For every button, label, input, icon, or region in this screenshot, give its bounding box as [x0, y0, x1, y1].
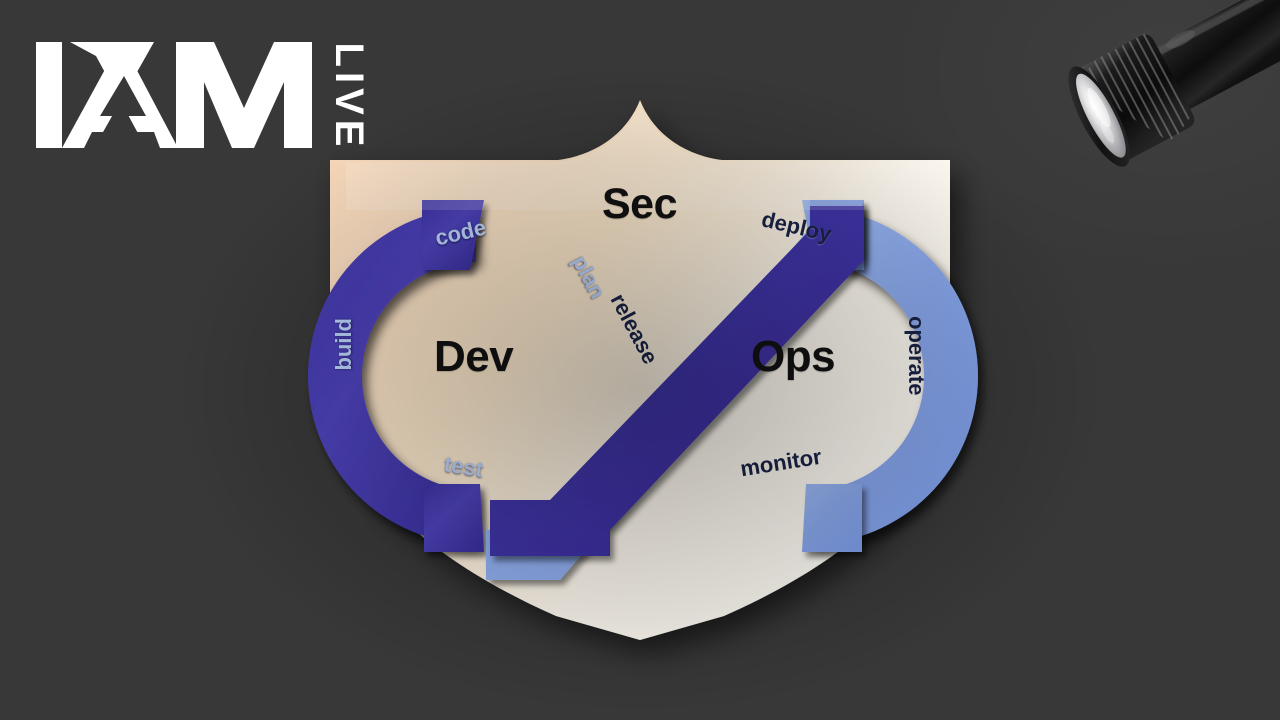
am-live-logo: LIVE	[28, 20, 371, 170]
logo-live-text: LIVE	[327, 42, 371, 152]
label-ops: Ops	[751, 332, 836, 381]
dev-loop-arc	[308, 200, 484, 552]
logo-live-badge: LIVE	[326, 38, 372, 156]
label-sec: Sec	[602, 180, 678, 228]
devsecops-diagram	[250, 60, 1040, 680]
plan-band	[490, 206, 864, 556]
stage-label-build: build	[331, 318, 356, 371]
flashlight-icon	[1040, 0, 1280, 180]
am-logo-mark	[36, 42, 312, 148]
stage-label-operate: operate	[904, 316, 929, 396]
label-dev: Dev	[434, 332, 514, 381]
shield-shape	[330, 100, 950, 640]
flashlight-body	[1068, 0, 1280, 167]
shield-top-highlight	[346, 104, 940, 210]
stage-label-test: test	[442, 451, 485, 482]
